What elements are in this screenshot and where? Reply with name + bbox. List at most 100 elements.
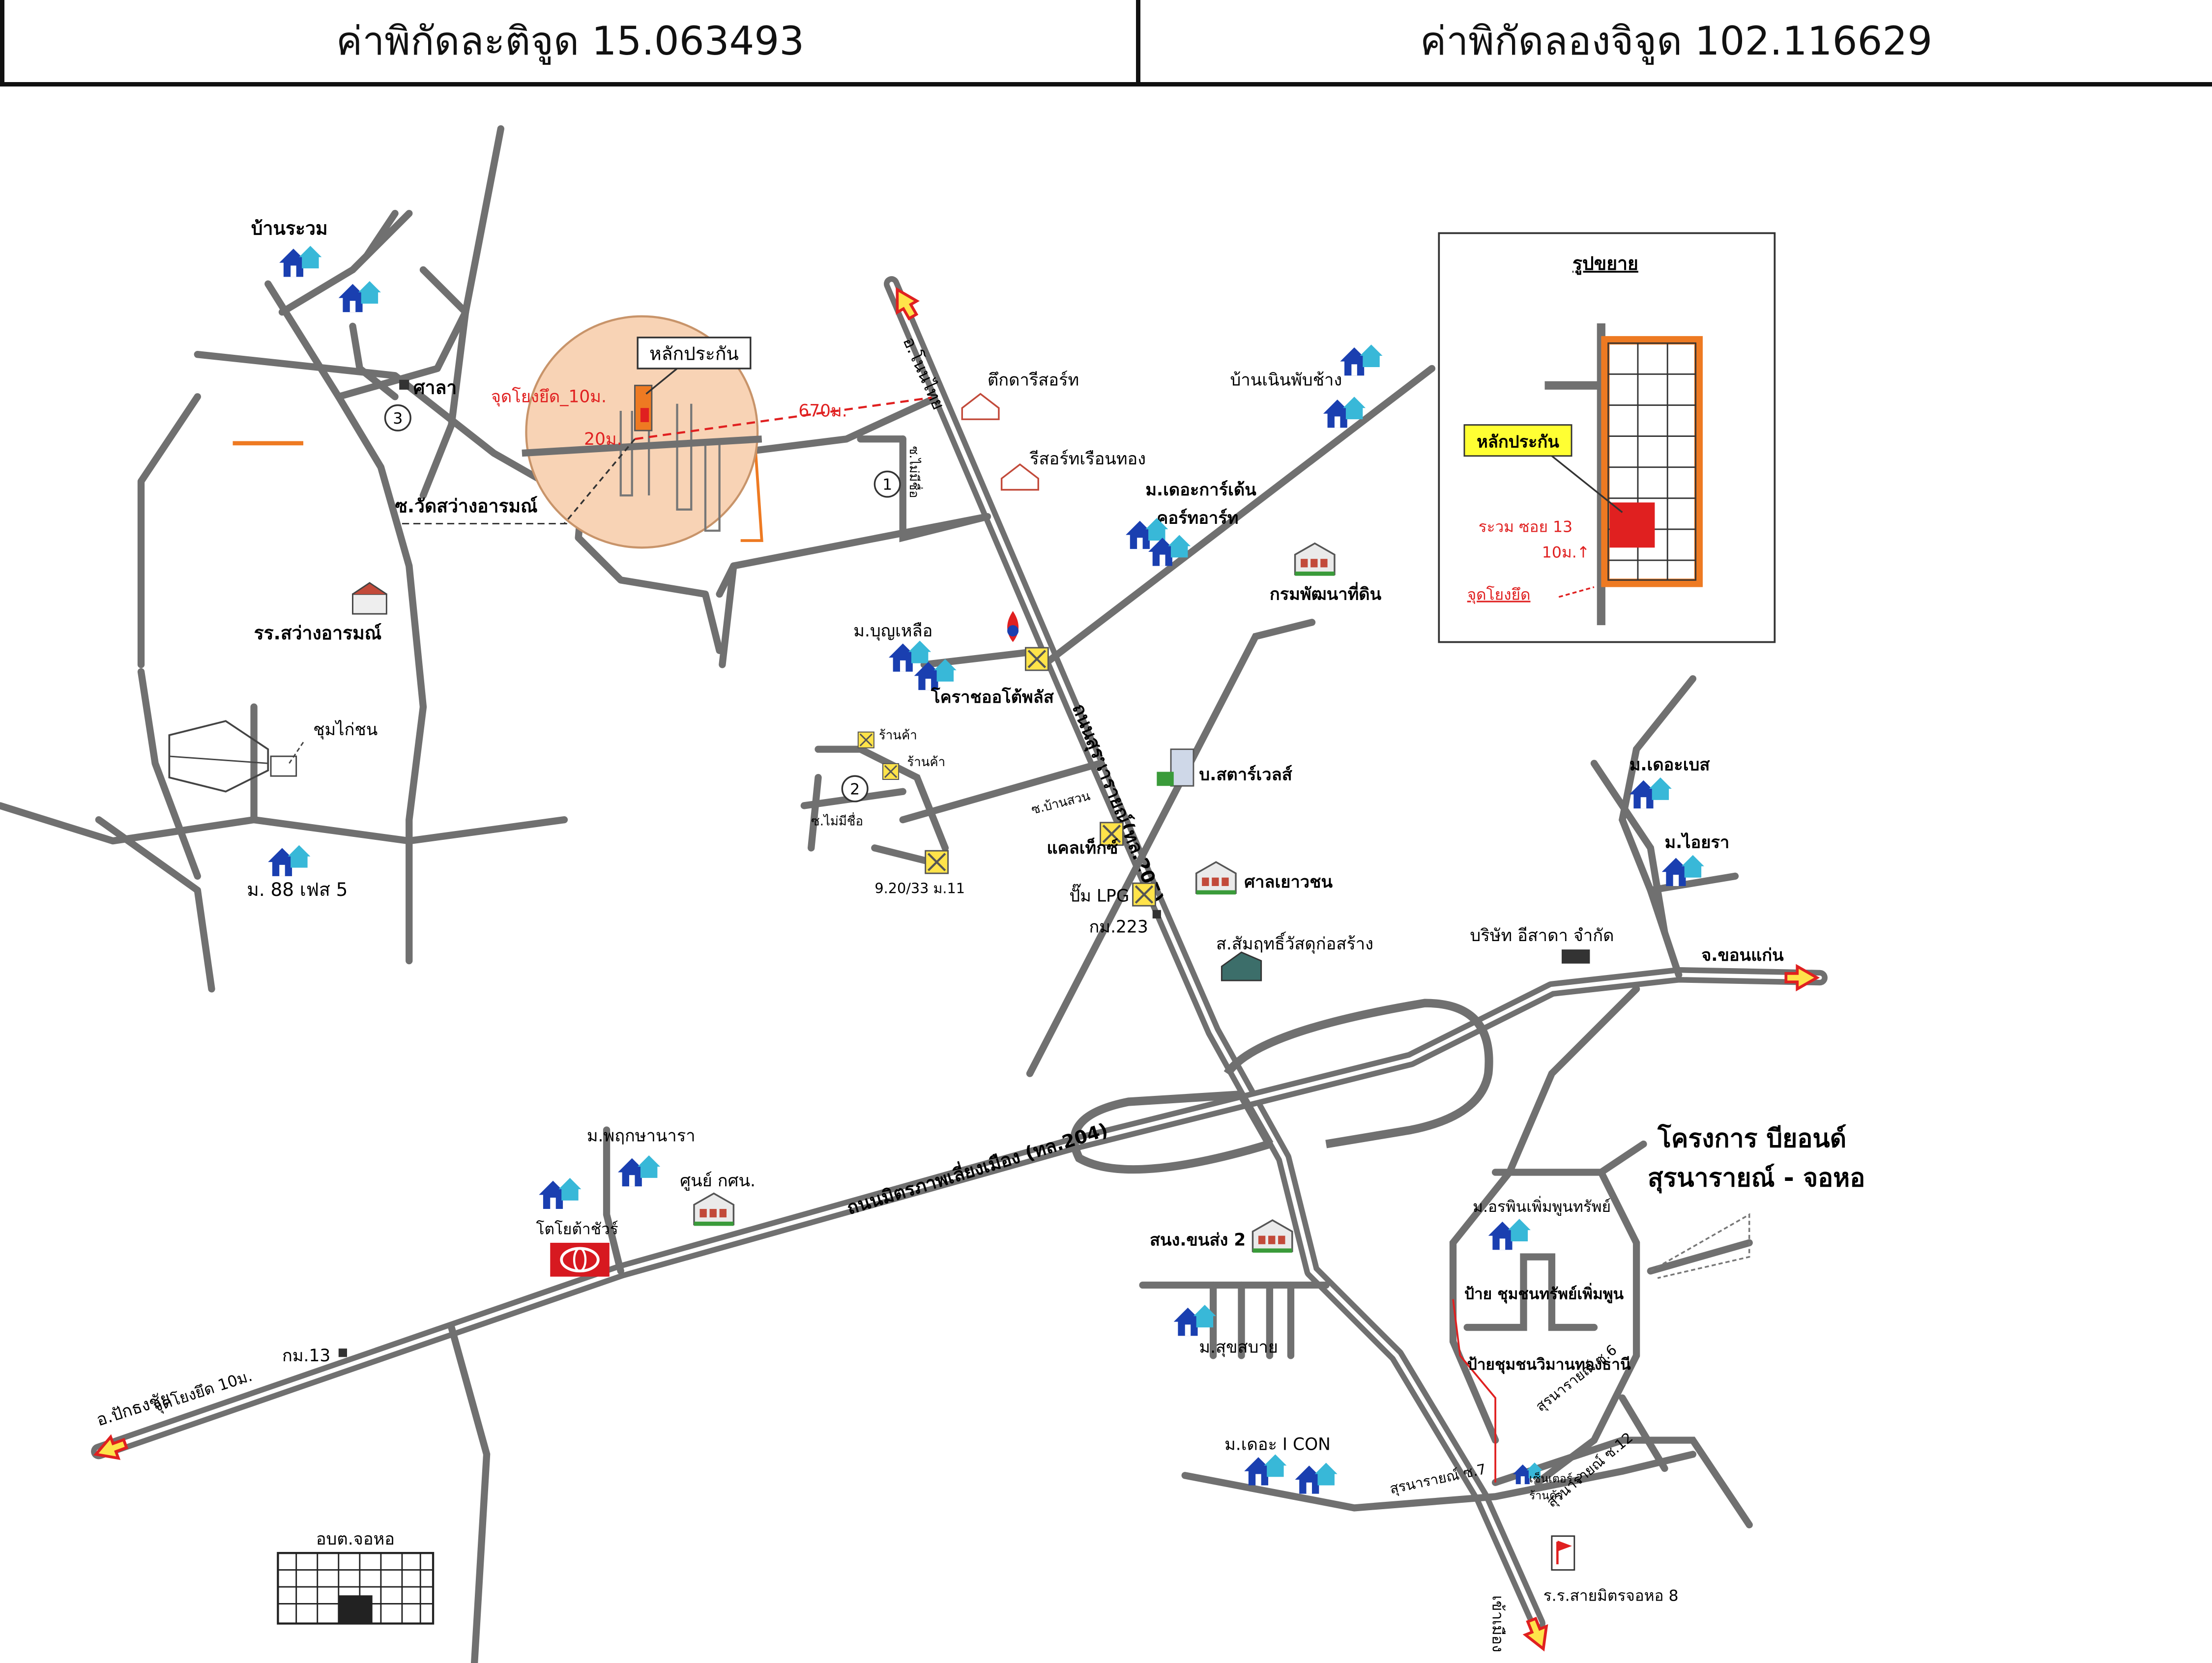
education-center-icon (693, 1192, 735, 1227)
lpg-pump-label: ปั๊ม LPG (1069, 884, 1129, 906)
ban-rawom-label: บ้านระวม (251, 217, 328, 239)
project-line1-label: โครงการ บียอนด์ (1657, 1123, 1846, 1153)
house-icon (1488, 1219, 1531, 1250)
isaan-company-label: บริษัท อีสาดา จำกัด (1470, 926, 1614, 946)
korat-auto-plus-label: โคราชออโต้พลัส (931, 687, 1054, 707)
detail-10m-label: 10ม.↑ (1542, 544, 1590, 561)
transport-office-icon (1252, 1219, 1293, 1254)
bypass-204-label: ถนนมิตรภาพเลี่ยงเมือง (ทล.204) (844, 1117, 1110, 1219)
latitude-label: ค่าพิกัดละติจูด 15.063493 (0, 0, 1140, 82)
circle-marker-3 (384, 404, 411, 431)
sala-label: ศาลา (413, 377, 457, 399)
shop2-label: ร้านค้า (907, 755, 945, 770)
shop1-label: ร้านค้า (879, 728, 917, 743)
circle-2-label: 2 (850, 780, 860, 798)
sanong-2-label: สนง.ขนส่ง 2 (1150, 1231, 1246, 1250)
materials-store-label: ส.สัมฤทธิ์วัสดุก่อสร้าง (1216, 931, 1373, 954)
shop-icon (857, 731, 875, 749)
soi-wat-sawang-label: ซ.วัดสว่างอารมณ์ (395, 495, 538, 517)
sign-1-label: ป้าย ชุมชนทรัพย์เพิ่มพูน (1464, 1283, 1624, 1304)
sign-2-label: ป้ายชุมชนวิมานทองธานี (1467, 1356, 1631, 1374)
arrow-south-icon (1521, 1616, 1554, 1653)
phruksa-label: ม.พฤกษานารา (587, 1126, 696, 1146)
circle-3-label: 3 (393, 410, 403, 428)
to-khon-kaen-label: จ.ขอนแก่น (1701, 946, 1784, 965)
location-map: หลักประกัน จุดโยงยึด_10ม. 20ม. 670ม. บ้า… (0, 125, 1865, 1663)
house-icon (1244, 1454, 1287, 1486)
soi-ban-mai-label: ซ.ไม่มีชื่อ (906, 446, 923, 498)
obt-jorhor-label: อบต.จอหอ (316, 1529, 395, 1549)
youth-court-label: ศาลเยาวชน (1244, 872, 1333, 892)
shop-icon (1133, 883, 1156, 906)
moo88-label: ม. 88 เฟส 5 (247, 879, 348, 900)
obt-building-icon (277, 1552, 435, 1625)
resort-icon (961, 393, 1000, 420)
house-icon (268, 845, 311, 876)
rm-bunyaluea-label: ม.บุญเหลือ (853, 621, 932, 641)
house-icon (539, 1177, 582, 1209)
house-icon (1295, 1462, 1338, 1494)
circle-marker-1 (873, 470, 901, 498)
detail-collateral-plot (1609, 502, 1655, 548)
km223-label: กม.223 (1089, 918, 1148, 937)
shop-icon (882, 763, 900, 780)
detail-soi13-label: ระวม ซอย 13 (1479, 518, 1572, 536)
coordinate-header: ค่าพิกัดละติจูด 15.063493 ค่าพิกัดลองจิจ… (0, 0, 2212, 86)
detail-collateral-label: หลักประกัน (1477, 432, 1559, 452)
house-icon (1340, 344, 1383, 376)
icon-label: ม.เดอะ I CON (1224, 1435, 1331, 1455)
shop-icon (1025, 648, 1048, 670)
soi-ban-mai3-label: ซ.บ้านสวน (1030, 789, 1092, 818)
house-icon (618, 1155, 661, 1187)
toyota-label: โตโยต้าชัวร์ (536, 1220, 618, 1238)
land-dev-dept-label: กรมพัฒนาที่ดิน (1270, 581, 1382, 604)
longitude-label: ค่าพิกัดลองจิจูด 102.116629 (1420, 18, 1933, 64)
court-icon (1195, 861, 1237, 895)
detail-title-label: รูปขยาย (1572, 253, 1638, 275)
shop-icon (926, 851, 948, 873)
gas-station-icon (1007, 611, 1019, 642)
addr-2033-label: 9.20/33 ม.11 (874, 880, 965, 896)
toyota-logo-icon (550, 1242, 610, 1277)
garden-court-label: ม.เดอะการ์เด้น (1145, 480, 1256, 500)
dist-670m-label: 670ม. (798, 401, 847, 421)
suk-sabai-label: ม.สุขสบาย (1199, 1338, 1278, 1357)
isuzu-sign-label: ม.อรพินเพิ่มพูนทรัพย์ (1473, 1196, 1611, 1216)
land-dept-icon (1294, 542, 1336, 577)
school-flag-icon (1551, 1535, 1575, 1571)
kor-sor-nor-label: ศูนย์ กศน. (680, 1171, 756, 1191)
km13-label: กม.13 (282, 1346, 330, 1366)
circle-marker-2 (841, 775, 869, 803)
garden-court2-label: คอร์ทอาร์ท (1157, 509, 1238, 528)
caltex-label: แคลเท็กซ์ (1047, 837, 1118, 858)
school-sawang-label: รร.สว่างอารมณ์ (254, 622, 382, 644)
chok-dee-resort-label: ตึกดารีสอร์ท (988, 370, 1079, 390)
house-icon (338, 281, 381, 313)
to-city-label: เข้าเมือง (1488, 1595, 1506, 1652)
ban-nongphai-label: บ้านเนินพับช้าง (1230, 370, 1342, 390)
office-building-icon (1157, 748, 1194, 787)
house-icon (279, 246, 322, 277)
detail-inset: รูปขยาย หลักประกัน ระวม ซอย 13 10ม.↑ จุด… (1438, 232, 1776, 643)
project-line2-label: สุรนารายณ์ - จอหอ (1648, 1163, 1865, 1194)
the-base-label: ม.เดอะเบส (1630, 755, 1710, 775)
collateral-label: หลักประกัน (649, 343, 739, 365)
circle-1-label: 1 (882, 476, 892, 494)
detail-ref-label: จุดโยงยึด (1467, 585, 1531, 604)
resort-thong-label: รีสอร์ทเรือนทอง (1030, 449, 1146, 469)
house-icon (1629, 777, 1672, 809)
resort-icon (1000, 463, 1039, 491)
dist-20m-label: 20ม. (584, 430, 622, 449)
collateral-area-circle (525, 315, 759, 549)
small-shop2-label: ร้านค้า (1529, 1490, 1563, 1502)
star-wells-label: บ.สตาร์เวลส์ (1199, 765, 1292, 785)
school-8-label: ร.ร.สายมิตรจอหอ 8 (1543, 1587, 1679, 1605)
reference-point-label: จุดโยงยึด_10ม. (491, 387, 607, 407)
small-shop-label: เซ็นเตอร์ 2 (1529, 1471, 1583, 1486)
warehouse-icon (1221, 951, 1262, 981)
soi-ban-mai2-label: ซ.ไม่มีชื่อ (811, 812, 863, 829)
school-icon (352, 582, 387, 615)
baan-vira-label: ม.ไอยรา (1664, 832, 1729, 852)
surana-6-label: สุรนารายณ์ ซ.6 (1532, 1341, 1620, 1415)
